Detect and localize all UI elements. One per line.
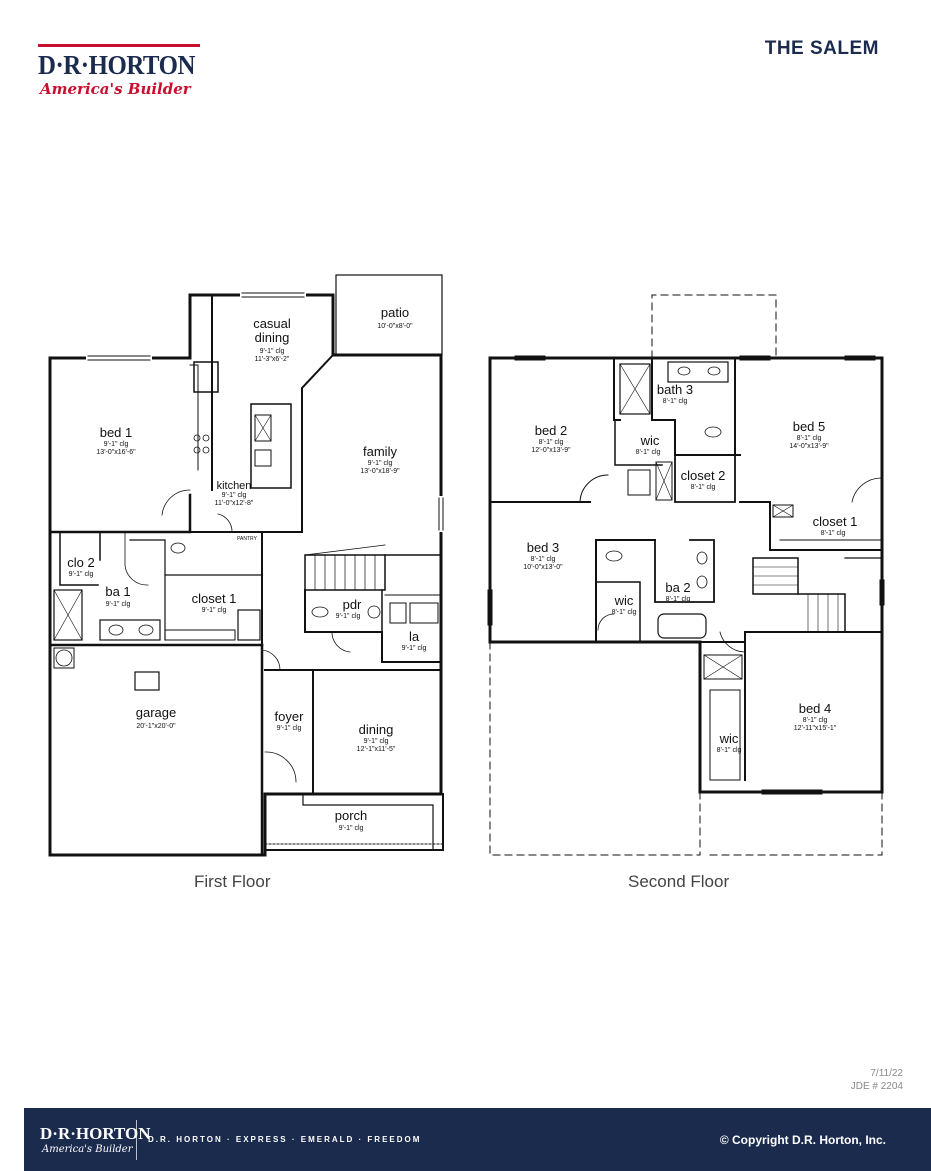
la-name: la xyxy=(409,629,420,644)
bath3-name: bath 3 xyxy=(657,382,693,397)
casual-dining-clg: 9'-1" clg xyxy=(260,348,285,355)
closet2-name: closet 2 xyxy=(681,468,726,483)
plan-title: THE SALEM xyxy=(764,38,879,59)
kitchen-clg: 9'-1" clg xyxy=(222,492,247,499)
wic-a-clg: 8'-1" clg xyxy=(636,449,661,456)
dining-name: dining xyxy=(359,722,394,737)
second-floor-plan xyxy=(487,294,885,856)
porch-clg: 9'-1" clg xyxy=(339,825,364,832)
bed5-clg: 8'-1" clg xyxy=(797,435,822,442)
logo-brand-name: D·R·HORTON xyxy=(38,50,195,80)
bed4-name: bed 4 xyxy=(799,701,832,716)
bed3-name: bed 3 xyxy=(527,540,560,555)
porch-name: porch xyxy=(335,808,368,823)
kitchen-dims: 11'-0"x12'-8" xyxy=(215,500,254,507)
ba2-name: ba 2 xyxy=(665,580,690,595)
footer-tagline: America's Builder xyxy=(42,1144,133,1155)
revision-info: 7/11/22 JDE # 2204 xyxy=(851,1067,903,1093)
pantry-name: PANTRY xyxy=(237,536,257,542)
casual-dining-name-2: dining xyxy=(255,330,290,345)
bed4-clg: 8'-1" clg xyxy=(803,717,828,724)
family-clg: 9'-1" clg xyxy=(368,460,393,467)
family-name: family xyxy=(363,444,397,459)
pdr-name: pdr xyxy=(343,597,362,612)
closet1-up-clg: 8'-1" clg xyxy=(821,530,846,537)
footer-divider xyxy=(136,1120,137,1160)
bed1-clg: 9'-1" clg xyxy=(104,441,129,448)
casual-dining-name-1: casual xyxy=(253,316,291,331)
bed5-name: bed 5 xyxy=(793,419,826,434)
revision-jde: JDE # 2204 xyxy=(850,1081,903,1092)
footer-brands-line: D.R. HORTON · EXPRESS · EMERALD · FREEDO… xyxy=(148,1135,422,1144)
wic-b-clg: 8'-1" clg xyxy=(612,609,637,616)
dining-dims: 12'-1"x11'-5" xyxy=(357,746,396,753)
bed2-name: bed 2 xyxy=(535,423,568,438)
closet1-clg: 9'-1" clg xyxy=(202,607,227,614)
footer-bar: D·R·HORTON America's Builder D.R. HORTON… xyxy=(24,1108,931,1171)
first-floor-plan xyxy=(48,274,444,857)
garage-name: garage xyxy=(136,705,176,720)
bed5-dims: 14'-0"x13'-9" xyxy=(789,443,829,450)
bath3-clg: 8'-1" clg xyxy=(663,398,688,405)
closet1-up-name: closet 1 xyxy=(813,514,858,529)
closet2-clg: 8'-1" clg xyxy=(691,484,716,491)
bed2-dims: 12'-0"x13'-9" xyxy=(531,447,571,454)
kitchen-name: kitchen xyxy=(217,480,252,492)
bed1-name: bed 1 xyxy=(100,425,133,440)
garage-dims: 20'-1"x20'-0" xyxy=(136,723,176,730)
first-floor-labels: patio 10'-0"x8'-0" casual dining 9'-1" c… xyxy=(67,305,426,832)
first-floor-label: First Floor xyxy=(194,872,271,891)
closet1-name: closet 1 xyxy=(192,591,237,606)
clo2-clg: 9'-1" clg xyxy=(69,571,94,578)
wic-c-name: wic xyxy=(719,731,739,746)
pdr-clg: 9'-1" clg xyxy=(336,613,361,620)
patio-name: patio xyxy=(381,305,409,320)
bed3-clg: 8'-1" clg xyxy=(531,556,556,563)
ba1-clg: 9'-1" clg xyxy=(106,601,131,608)
wic-a-name: wic xyxy=(640,433,660,448)
dining-clg: 9'-1" clg xyxy=(364,738,389,745)
patio-dims: 10'-0"x8'-0" xyxy=(377,323,413,330)
revision-date: 7/11/22 xyxy=(870,1068,903,1079)
footer-copyright: © Copyright D.R. Horton, Inc. xyxy=(719,1133,886,1147)
ba1-name: ba 1 xyxy=(105,584,130,599)
wic-c-clg: 8'-1" clg xyxy=(717,747,742,754)
logo-red-bar xyxy=(38,44,200,47)
bed3-dims: 10'-0"x13'-0" xyxy=(523,564,563,571)
foyer-name: foyer xyxy=(275,709,305,724)
casual-dining-dims: 11'-3"x6'-2" xyxy=(255,356,290,363)
footer-brand-name: D·R·HORTON xyxy=(40,1124,151,1143)
family-dims: 13'-0"x18'-9" xyxy=(360,468,400,475)
bed4-dims: 12'-11"x15'-1" xyxy=(794,725,837,732)
bed2-clg: 8'-1" clg xyxy=(539,439,564,446)
clo2-name: clo 2 xyxy=(67,555,94,570)
second-floor-label: Second Floor xyxy=(628,872,730,891)
logo-tagline: America's Builder xyxy=(40,80,191,98)
ba2-clg: 8'-1" clg xyxy=(666,596,691,603)
second-floor-labels: bath 3 8'-1" clg bed 2 8'-1" clg 12'-0"x… xyxy=(523,382,857,754)
la-clg: 9'-1" clg xyxy=(402,645,427,652)
wic-b-name: wic xyxy=(614,593,634,608)
bed1-dims: 13'-0"x16'-6" xyxy=(96,449,136,456)
foyer-clg: 9'-1" clg xyxy=(277,725,302,732)
